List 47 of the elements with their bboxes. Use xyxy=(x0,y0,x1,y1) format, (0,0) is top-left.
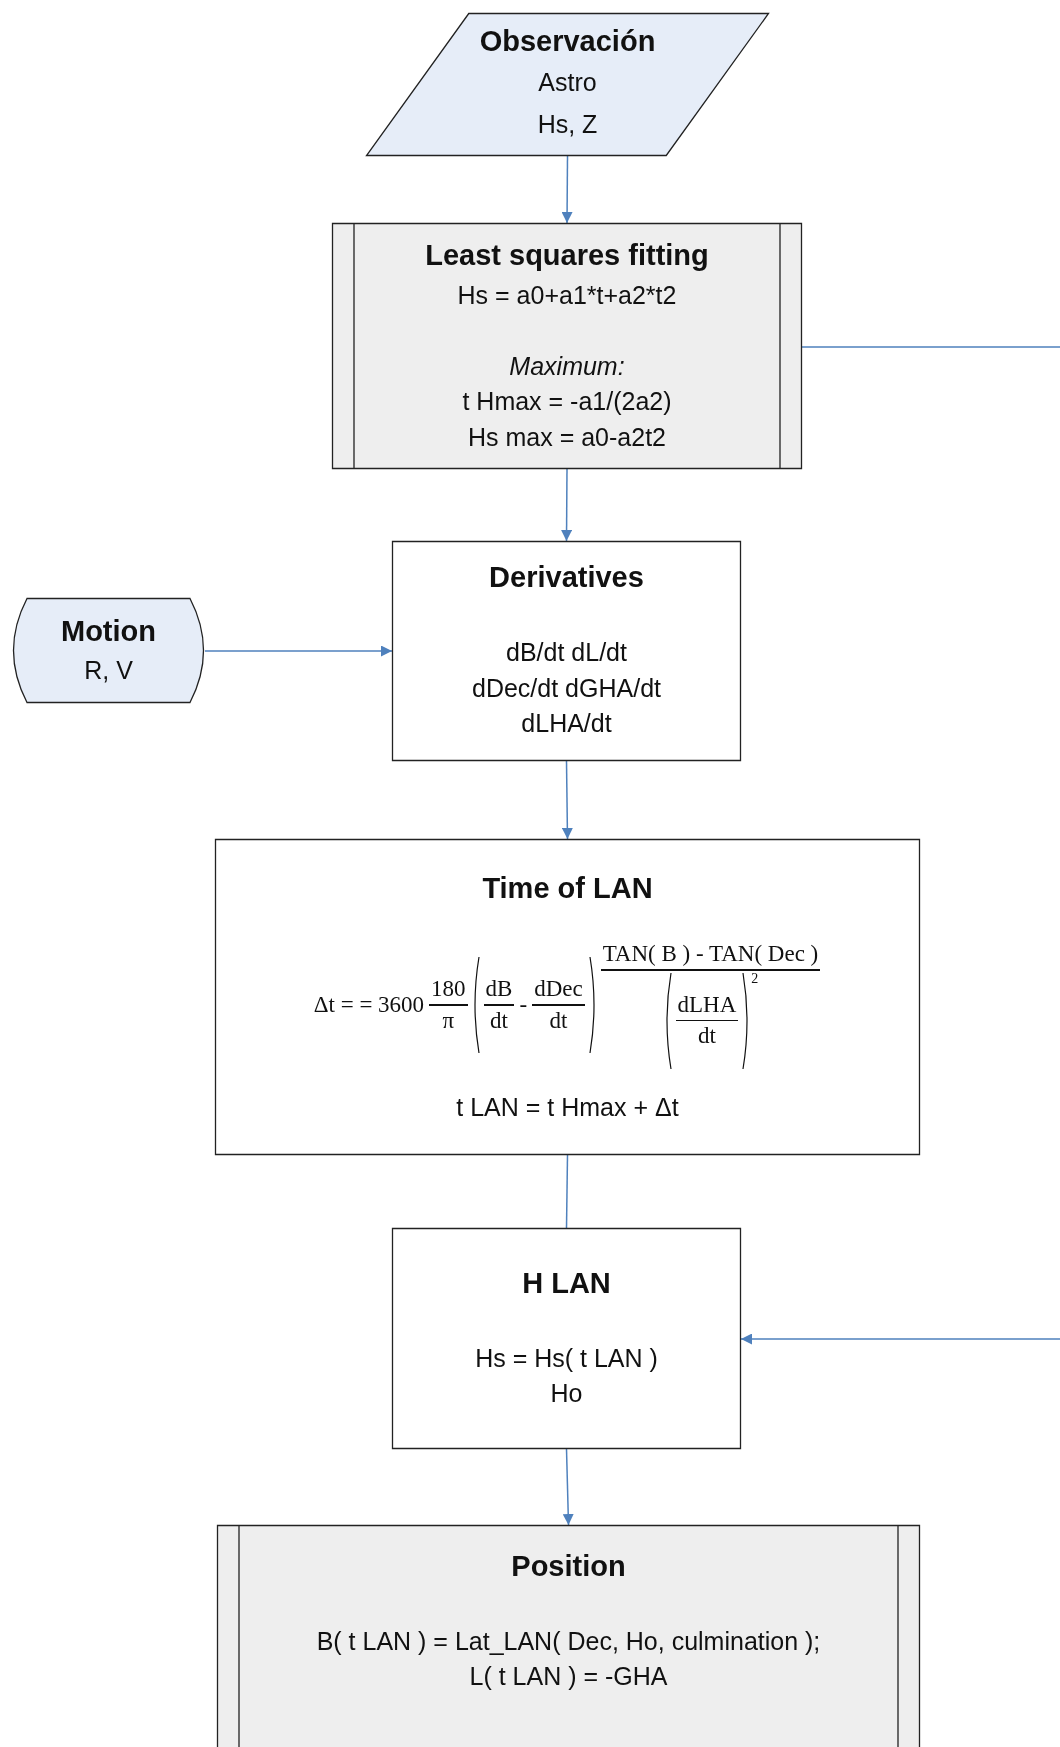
formula-term: dt xyxy=(548,1006,569,1035)
arrow xyxy=(561,468,573,542)
formula-term: dB xyxy=(484,975,514,1004)
subprocess-box xyxy=(332,223,802,469)
input-parallelogram xyxy=(366,13,769,156)
formula-term: dLHA xyxy=(676,991,738,1019)
process-box xyxy=(392,1228,741,1449)
node-title: Derivatives xyxy=(488,560,645,595)
node-text: dDec/dt dGHA/dt xyxy=(471,673,662,704)
formula-term: - xyxy=(518,991,529,1019)
node-text: dB/dt dL/dt xyxy=(505,637,628,668)
node-text: t Hmax = -a1/(2a2) xyxy=(461,386,673,417)
process-box xyxy=(215,839,920,1155)
subprocess-box xyxy=(217,1525,920,1747)
node-title: Position xyxy=(510,1549,627,1584)
exponent: 2 xyxy=(751,970,759,987)
formula-term: dDec xyxy=(533,975,584,1004)
arrow xyxy=(561,155,573,224)
formula-term: TAN( B ) - TAN( Dec ) xyxy=(601,940,820,969)
node-title: Time of LAN xyxy=(481,871,654,906)
node-text: Maximum: xyxy=(508,351,626,382)
node-text: Hs = a0+a1*t+a2*t2 xyxy=(456,280,678,311)
formula-term: π xyxy=(441,1006,456,1035)
node-text: Hs = Hs( t LAN ) xyxy=(474,1343,659,1374)
node-text: R, V xyxy=(83,655,134,686)
arrow xyxy=(740,346,1060,1345)
node-text: Ho xyxy=(549,1378,584,1409)
node-title: Least squares fitting xyxy=(424,238,710,273)
arrow xyxy=(561,760,573,840)
arrow xyxy=(562,1448,574,1526)
node-text: B( t LAN ) = Lat_LAN( Dec, Ho, culmination ); xyxy=(315,1626,822,1657)
formula-term: Δt = = 3600 xyxy=(312,991,426,1019)
node-title: H LAN xyxy=(521,1266,612,1301)
node-text: Hs, Z xyxy=(536,109,599,140)
node-text: Astro xyxy=(537,67,598,98)
arrow xyxy=(204,645,393,657)
node-title: Observación xyxy=(478,24,657,59)
formula-term: dt xyxy=(697,1022,717,1051)
node-text: t LAN = t Hmax + Δt xyxy=(455,1092,680,1123)
node-title: Motion xyxy=(60,614,157,649)
node-text: L( t LAN ) = -GHA xyxy=(468,1661,669,1692)
stored-data-shape xyxy=(12,598,205,703)
node-text: dLHA/dt xyxy=(520,708,613,739)
formula-term: dt xyxy=(489,1006,509,1035)
process-box xyxy=(392,541,741,761)
formula-term: 180 xyxy=(430,975,467,1004)
node-text: Hs max = a0-a2t2 xyxy=(467,422,667,453)
